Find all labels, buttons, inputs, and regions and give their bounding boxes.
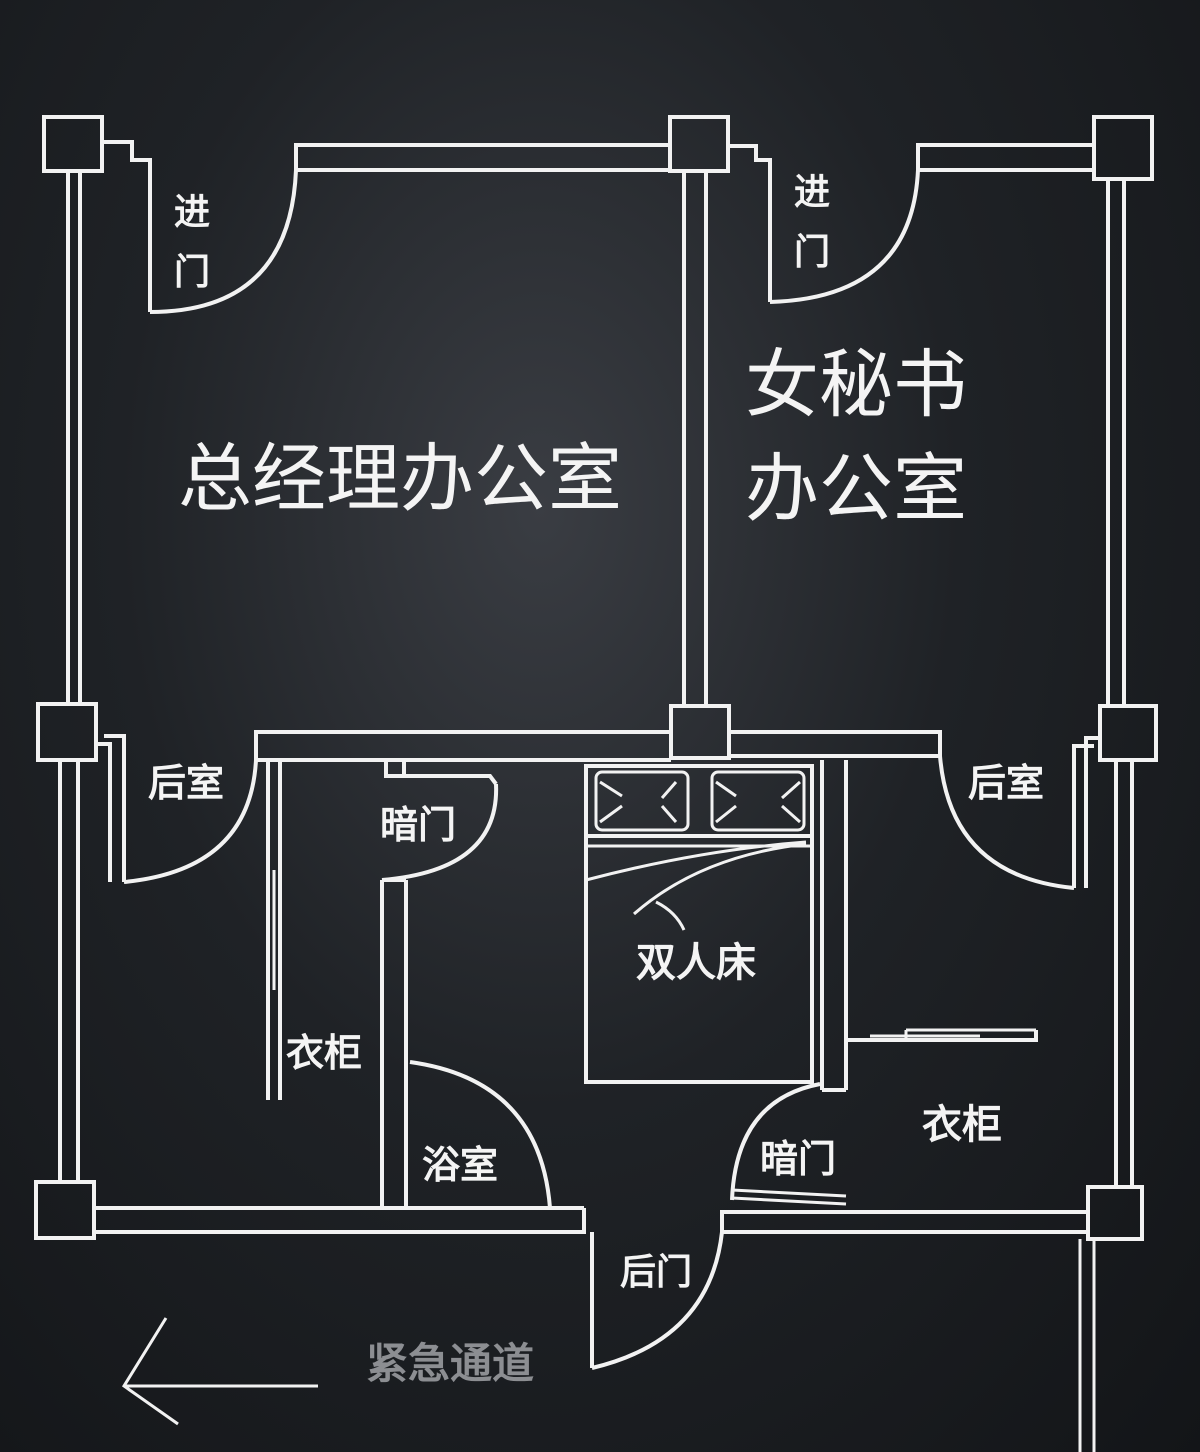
column-bottom-left — [34, 1180, 96, 1240]
bed-frame — [584, 764, 814, 1084]
double-bed-label: 双人床 — [636, 940, 756, 986]
back-room-left-door-swing — [123, 759, 258, 884]
hidden-door-bottom-label: 暗门 — [760, 1137, 836, 1181]
bathroom-label: 浴室 — [422, 1143, 498, 1187]
partitions — [266, 760, 1038, 1208]
pillow-left — [594, 770, 690, 832]
doors — [96, 140, 1100, 1370]
entry-door-left-label-2: 门 — [174, 252, 210, 293]
entry-door-right-label-2: 门 — [794, 232, 830, 273]
double-bed-drawing — [584, 764, 814, 1084]
exit-arrow-icon — [121, 1317, 318, 1426]
entry-door-right-label-1: 进 — [794, 172, 830, 213]
back-door-label: 后门 — [620, 1252, 692, 1293]
back-room-left-label: 后室 — [148, 761, 224, 805]
wardrobe-right-label: 衣柜 — [922, 1102, 1002, 1148]
emergency-exit-label: 紧急通道 — [366, 1339, 534, 1388]
emergency-exit: 紧急通道 — [121, 1317, 534, 1426]
back-room-right-label: 后室 — [968, 761, 1044, 805]
room-labels: 进 门 进 门 总经理办公室 女秘书 办公室 后室 后室 暗门 双人床 衣柜 衣… — [148, 172, 1044, 1293]
outer-walls — [58, 143, 1134, 1452]
wardrobe-left-label: 衣柜 — [286, 1031, 362, 1075]
blanket-fold — [585, 840, 807, 882]
column-top-left — [42, 115, 104, 173]
hidden-door-top-swing — [381, 783, 499, 882]
hidden-door-bottom-swing — [730, 1082, 821, 1201]
column-mid-center — [669, 704, 731, 760]
secretary-office-label-line2: 办公室 — [745, 446, 967, 532]
column-mid-right — [1098, 704, 1158, 762]
secretary-office-label-line1: 女秘书 — [745, 342, 967, 428]
column-top-right — [1092, 115, 1154, 181]
back-door-swing — [591, 1231, 724, 1370]
pillow-right — [710, 770, 806, 832]
column-bottom-right — [1086, 1185, 1144, 1241]
hidden-door-top-label: 暗门 — [380, 803, 456, 847]
gm-office-label: 总经理办公室 — [178, 436, 622, 522]
entry-door-left-swing — [149, 169, 298, 314]
bathroom-door-swing — [409, 1060, 552, 1209]
entry-door-left-label-1: 进 — [174, 192, 210, 233]
entry-door-right-swing — [769, 169, 920, 304]
column-mid-left — [36, 702, 98, 762]
column-top-middle — [668, 115, 730, 173]
back-room-right-door-swing — [938, 755, 1075, 890]
